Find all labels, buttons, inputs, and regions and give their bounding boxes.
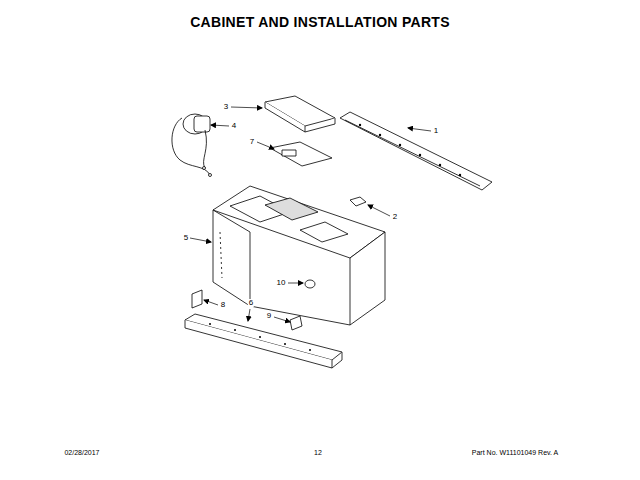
callout-number: 1 xyxy=(433,127,439,135)
callout-number: 8 xyxy=(220,301,226,309)
callout-number: 10 xyxy=(276,279,287,287)
callout-number: 6 xyxy=(248,299,254,307)
callout-number: 9 xyxy=(266,312,272,320)
footer-date: 02/28/2017 xyxy=(64,449,99,456)
callout-number: 2 xyxy=(392,213,398,221)
page-number: 12 xyxy=(314,449,322,456)
callout-number: 5 xyxy=(183,234,189,242)
part-number: Part No. W11101049 Rev. A xyxy=(472,449,558,456)
callout-number: 7 xyxy=(249,138,255,146)
callout-number: 3 xyxy=(223,103,229,111)
diagram-title: CABINET AND INSTALLATION PARTS xyxy=(190,15,450,29)
callout-number: 4 xyxy=(231,122,237,130)
